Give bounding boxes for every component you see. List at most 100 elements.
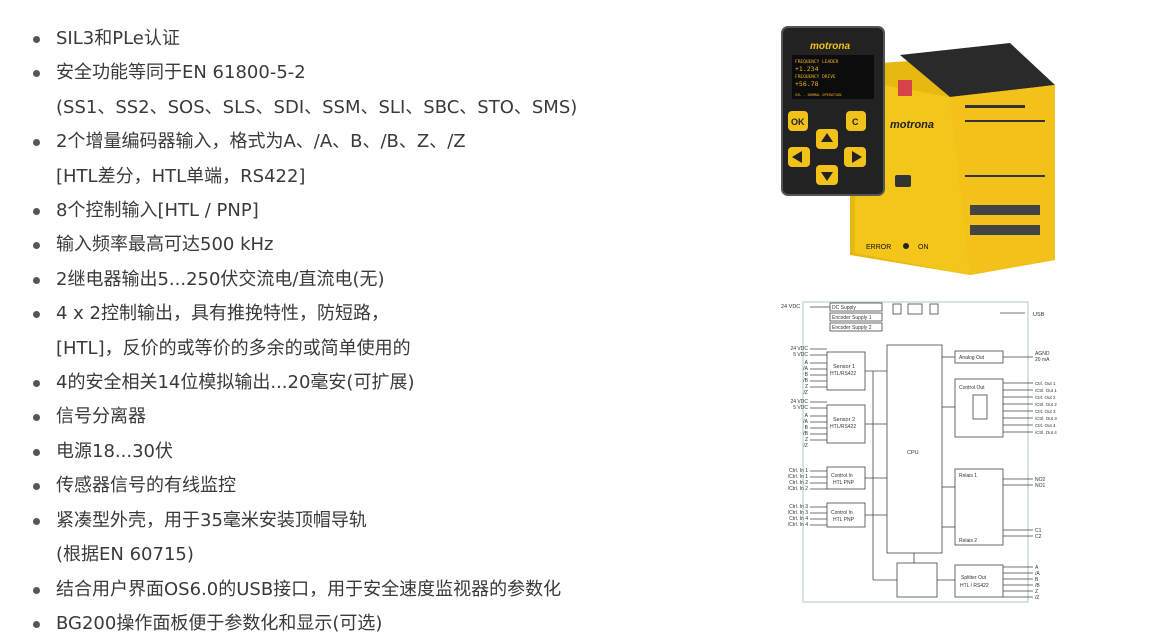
feature-item: 4 x 2控制输出，具有推挽特性，防短路， xyxy=(28,297,748,331)
feature-item: 4的安全相关14位模拟输出...20毫安(可扩展) xyxy=(28,366,748,400)
analog-out-label: Analog Out xyxy=(959,355,985,361)
on-label: ON xyxy=(918,244,929,251)
arrow-left-icon xyxy=(792,151,802,163)
s1-in-nb: /B xyxy=(803,378,808,384)
s2-in-nz: /Z xyxy=(804,443,808,449)
feature-item: 2个增量编码器输入，格式为A、/A、B、/B、Z、/Z xyxy=(28,125,748,159)
dc-supply-label: DC Supply xyxy=(832,305,856,311)
usb-label: USB xyxy=(1033,312,1045,318)
feature-item: 输入频率最高可达500 kHz xyxy=(28,228,748,262)
ctrl-in-2: Ctrl. In 2 xyxy=(789,480,808,486)
ma-label: 20 mA xyxy=(1035,357,1050,363)
control-in-2-sub: HTL PNP xyxy=(833,517,855,523)
s2-in-nb: /B xyxy=(803,431,808,437)
feature-item: BG200操作面板便于参数化和显示(可选) xyxy=(28,607,748,641)
relais1-label: Relais 1 xyxy=(959,473,977,479)
split-out-nb: /B xyxy=(1035,583,1040,589)
s2-in-z: Z xyxy=(805,437,808,443)
display-line-5: SSL - NORMAL OPERATION xyxy=(795,93,841,97)
sensor1-title: Sensor 1 xyxy=(833,364,855,370)
ctrl-out-4: Ctrl. Out 4 xyxy=(1035,423,1056,428)
feature-item: 2继电器输出5...250伏交流电/直流电(无) xyxy=(28,263,748,297)
panel-display xyxy=(792,55,874,99)
no2-label: NO2 xyxy=(1035,477,1046,483)
splitter-sub: HTL / RS422 xyxy=(960,583,989,589)
control-in-2-title: Control In xyxy=(831,510,853,516)
control-in-1-sub: HTL PNP xyxy=(833,480,855,486)
ctrl-out-1-n: /Ctrl. Out 1 xyxy=(1035,388,1057,393)
split-out-na: /A xyxy=(1035,571,1040,577)
block-diagram: 24 VDC DC Supply Encoder Supply 1 Encode… xyxy=(781,301,1057,603)
display-line-1: FREQUENCY LEADER xyxy=(795,59,839,65)
arrow-up-icon xyxy=(821,133,833,142)
split-out-z: Z xyxy=(1035,589,1038,595)
feature-continuation: [HTL]，反价的或等价的多余的或简单使用的 xyxy=(56,337,411,359)
control-out-label: Control Out xyxy=(959,385,985,391)
relais2-label: Relais 2 xyxy=(959,538,977,544)
error-label: ERROR xyxy=(866,244,891,251)
product-photo: motrona ERROR ON motrona FREQUENCY LEADE… xyxy=(781,26,1055,275)
split-out-a: A xyxy=(1035,565,1039,571)
panel-brand: motrona xyxy=(810,41,850,52)
arrow-right-icon xyxy=(852,151,862,163)
feature-item: 信号分离器 xyxy=(28,400,748,434)
ctrl-in-3: Ctrl. In 3 xyxy=(789,504,808,510)
ctrl-in-3-n: /Ctrl. In 3 xyxy=(788,510,809,516)
feature-item: 结合用户界面OS6.0的USB接口，用于安全速度监视器的参数化 xyxy=(28,573,748,607)
display-line-2: +1.234 xyxy=(795,65,819,73)
c-label: C xyxy=(852,117,859,127)
ctrl-out-3: Ctrl. Out 3 xyxy=(1035,409,1056,414)
agnd-label: AGND xyxy=(1035,351,1050,357)
sensor2-title: Sensor 2 xyxy=(833,417,855,423)
encoder-supply-1-label: Encoder Supply 1 xyxy=(832,315,872,321)
ctrl-in-4: Ctrl. In 4 xyxy=(789,516,808,522)
arrow-down-icon xyxy=(821,172,833,181)
split-out-nz: /Z xyxy=(1035,595,1039,601)
s2-in-a: A xyxy=(805,413,809,419)
feature-item: 电源18...30伏 xyxy=(28,435,748,469)
diagram-24vdc-top: 24 VDC xyxy=(781,304,800,310)
feature-list: SIL3和PLe认证安全功能等同于EN 61800-5-2 (SS1、SS2、SO… xyxy=(28,22,748,641)
sensor2-sub: HTL/RS422 xyxy=(830,424,856,430)
feature-item: SIL3和PLe认证 xyxy=(28,22,748,56)
s2-in-24vdc: 24 VDC xyxy=(790,399,808,405)
ctrl-in-4-n: /Ctrl. In 4 xyxy=(788,522,809,528)
s2-in-na: /A xyxy=(803,419,808,425)
no1-label: NO1 xyxy=(1035,483,1046,489)
ok-button[interactable] xyxy=(788,111,808,131)
ctrl-in-1-n: /Ctrl. In 1 xyxy=(788,474,809,480)
ctrl-out-1: Ctrl. Out 1 xyxy=(1035,381,1056,386)
feature-item: 安全功能等同于EN 61800-5-2 xyxy=(28,56,748,90)
s1-in-5vdc: 5 VDC xyxy=(793,352,808,358)
s1-in-na: /A xyxy=(803,366,808,372)
display-line-3: FREQUENCY DRIVE xyxy=(795,74,836,80)
c-button[interactable] xyxy=(846,111,866,131)
s1-in-nz: /Z xyxy=(804,390,808,396)
feature-item: 紧凑型外壳，用于35毫米安装顶帽导轨 xyxy=(28,504,748,538)
ctrl-in-2-n: /Ctrl. In 2 xyxy=(788,486,809,492)
ctrl-out-4-n: /Ctrl. Out 4 xyxy=(1035,430,1057,435)
ok-label: OK xyxy=(791,117,805,127)
ctrl-out-3-n: /Ctrl. Out 3 xyxy=(1035,416,1057,421)
c1-label: C1 xyxy=(1035,528,1042,534)
split-out-b: B xyxy=(1035,577,1039,583)
s1-in-b: B xyxy=(805,372,809,378)
ctrl-out-2-n: /Ctrl. Out 2 xyxy=(1035,402,1057,407)
display-line-4: +56.78 xyxy=(795,80,819,88)
ctrl-out-2: Ctrl. Out 2 xyxy=(1035,395,1056,400)
s1-in-a: A xyxy=(805,360,809,366)
sensor1-sub: HTL/RS422 xyxy=(830,371,856,377)
feature-continuation: (SS1、SS2、SOS、SLS、SDI、SSM、SLI、SBC、STO、SMS… xyxy=(56,96,578,118)
encoder-supply-2-label: Encoder Supply 2 xyxy=(832,325,872,331)
feature-item: 传感器信号的有线监控 xyxy=(28,469,748,503)
s2-in-5vdc: 5 VDC xyxy=(793,405,808,411)
feature-continuation: (根据EN 60715) xyxy=(56,544,194,566)
housing-brand: motrona xyxy=(890,119,934,131)
feature-continuation: [HTL差分，HTL单端，RS422] xyxy=(56,165,306,187)
c2-label: C2 xyxy=(1035,534,1042,540)
s1-in-24vdc: 24 VDC xyxy=(790,346,808,352)
ctrl-in-1: Ctrl. In 1 xyxy=(789,468,808,474)
s1-in-z: Z xyxy=(805,384,808,390)
usb-port xyxy=(895,175,911,187)
cpu-label: CPU xyxy=(907,450,919,456)
